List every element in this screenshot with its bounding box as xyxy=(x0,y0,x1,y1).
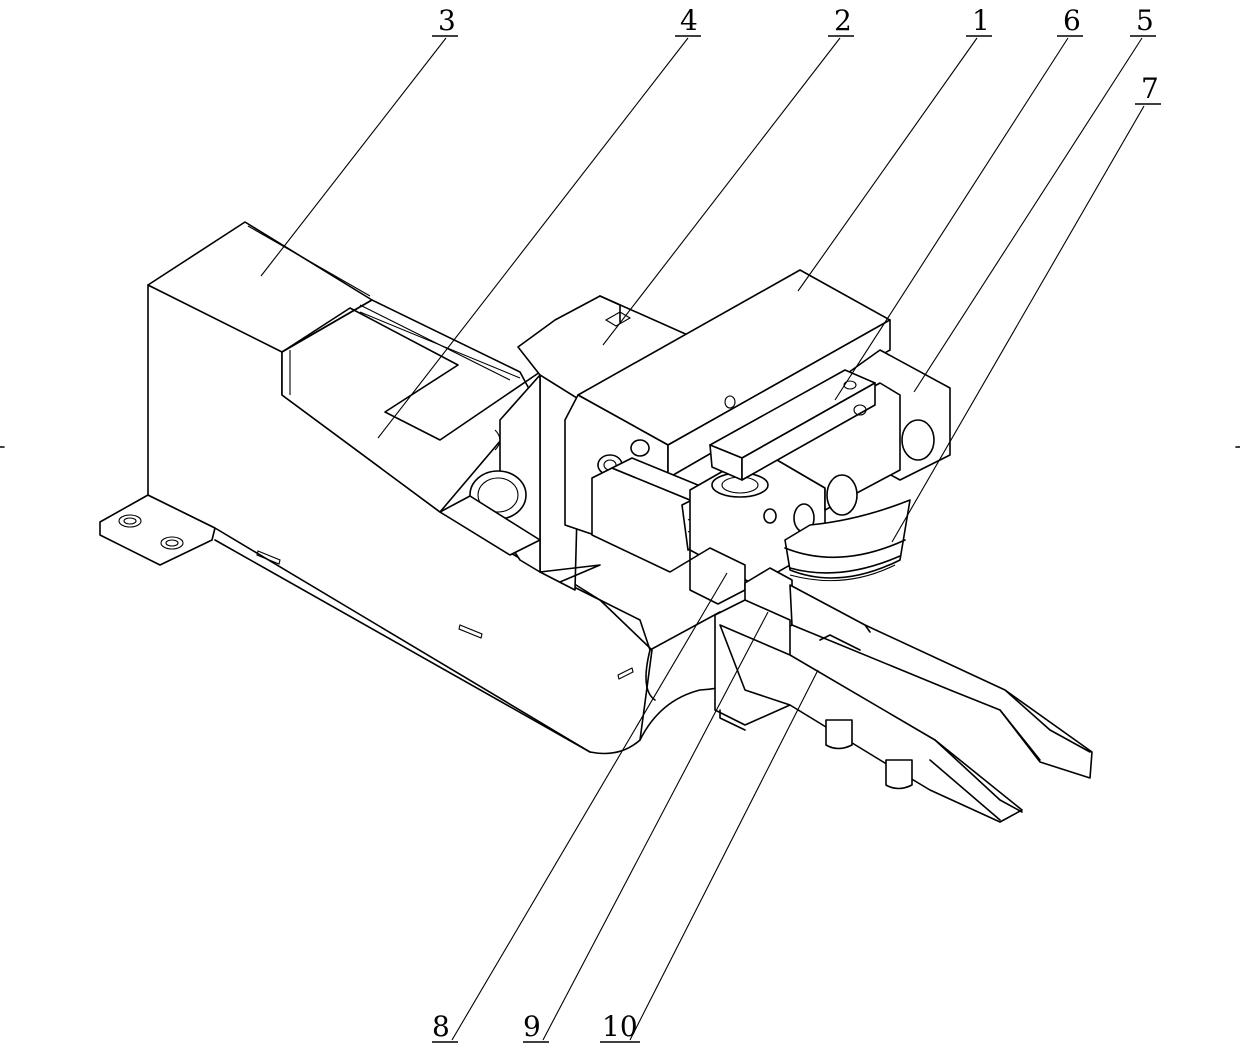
svg-text:1: 1 xyxy=(972,4,990,37)
finger-assembly xyxy=(690,548,1092,822)
callout-3: 3 xyxy=(261,4,458,276)
callout-5: 5 xyxy=(914,4,1156,392)
svg-text:9: 9 xyxy=(523,1010,541,1043)
svg-text:8: 8 xyxy=(432,1010,450,1043)
svg-text:7: 7 xyxy=(1141,72,1159,105)
callout-7: 7 xyxy=(892,72,1161,542)
svg-text:6: 6 xyxy=(1063,4,1081,37)
svg-text:5: 5 xyxy=(1136,4,1154,37)
svg-text:3: 3 xyxy=(438,4,456,37)
callout-1: 1 xyxy=(798,4,992,291)
svg-text:2: 2 xyxy=(834,4,852,37)
svg-text:10: 10 xyxy=(602,1010,638,1043)
svg-text:4: 4 xyxy=(680,4,698,37)
